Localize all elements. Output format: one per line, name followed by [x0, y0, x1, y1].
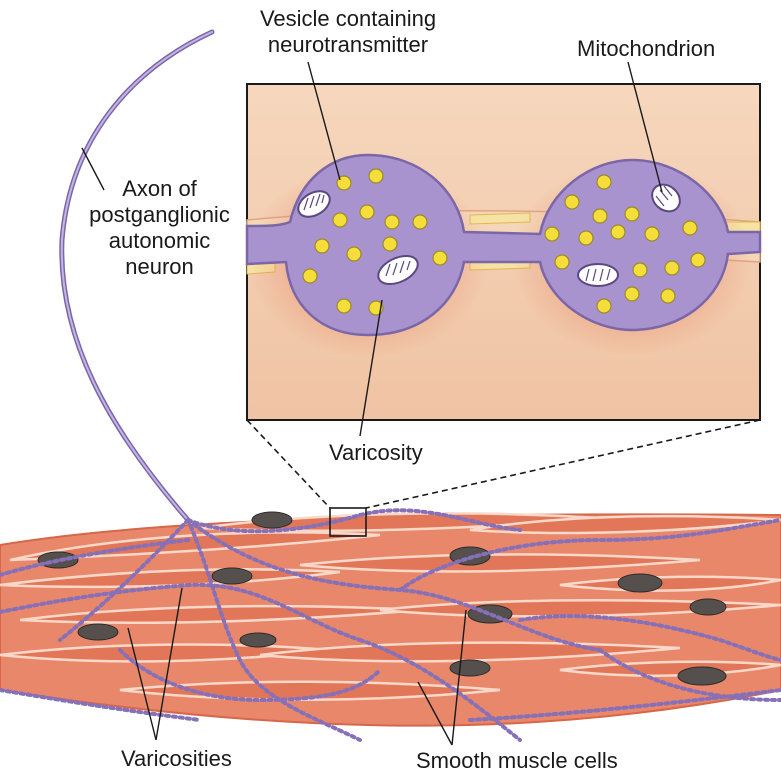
label-vesicle-line2: neurotransmitter	[238, 32, 458, 58]
label-smooth-muscle-cells: Smooth muscle cells	[416, 748, 618, 774]
muscle-nucleus	[212, 568, 252, 584]
muscle-nucleus	[618, 574, 662, 592]
muscle-nucleus	[678, 667, 726, 685]
muscle-nucleus	[690, 599, 726, 615]
label-vesicle-line1: Vesicle containing	[238, 6, 458, 32]
muscle-nucleus	[78, 624, 118, 640]
label-axon-line1: Axon of	[72, 176, 247, 202]
label-mitochondrion: Mitochondrion	[577, 36, 715, 62]
label-vesicle: Vesicle containing neurotransmitter	[238, 6, 458, 58]
inset-panel	[247, 84, 760, 420]
label-varicosity: Varicosity	[329, 440, 423, 466]
zoom-connector-lines	[247, 420, 760, 508]
label-varicosities: Varicosities	[121, 746, 232, 772]
smooth-muscle-bundle	[0, 512, 781, 726]
label-axon-line2: postganglionic	[72, 202, 247, 228]
label-axon: Axon of postganglionic autonomic neuron	[72, 176, 247, 280]
label-axon-line4: neuron	[72, 254, 247, 280]
muscle-nucleus	[240, 633, 276, 647]
muscle-nucleus	[252, 512, 292, 528]
label-axon-line3: autonomic	[72, 228, 247, 254]
muscle-nucleus	[450, 660, 490, 676]
